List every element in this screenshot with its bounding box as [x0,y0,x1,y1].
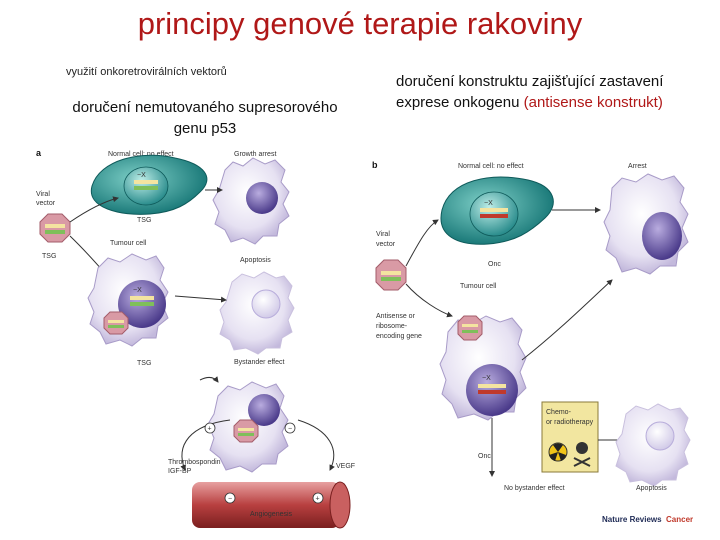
minus-circle-a [284,422,296,434]
gene-bar-b2 [480,214,508,218]
arrest-nucleus [642,212,682,260]
label-antisense-2: ribosome- [376,323,408,330]
label-tsg-left: TSG [42,253,56,260]
minus-circle-vessel [224,492,236,504]
label-viral-a2: vector [36,200,56,207]
right-heading-antisense: (antisense konstrukt) [523,94,663,111]
bystander-vector-gene2 [238,433,254,436]
tumour-gene-b1 [478,384,506,388]
label-arrest: Arrest [628,163,647,170]
panel-b-label: b [372,160,378,170]
label-antisense-3: encoding gene [376,333,422,340]
tumour-vector-gene-b2 [462,330,478,333]
arrow-vector-to-normal [69,196,119,223]
credit-brand: Nature Reviews [602,515,662,524]
left-heading-line1: doručení nemutovaného supresorového [72,99,338,116]
arrow-to-vegf [297,419,335,471]
right-heading: doručení konstruktu zajišťující zastaven… [396,71,696,113]
bystander-vector-gene1 [238,428,254,431]
minus-sign-vessel: − [228,496,232,503]
left-heading-line2: genu p53 [173,120,237,137]
apoptosis-nucleus-b [645,421,675,451]
gene-x-label-b2: −X [482,375,491,382]
label-normal-cell-a: Normal cell: no effect [108,151,174,158]
label-normal-cell-b: Normal cell: no effect [458,163,524,170]
minus-sign-a: − [288,426,292,433]
arrow-to-thrombospondin [180,419,231,471]
label-antisense-1: Antisense or [376,313,416,320]
arrow-vector-to-normal-b [405,219,439,267]
plus-sign-vessel: + [316,496,320,503]
gene-bar-b1 [480,208,508,212]
arrow-to-apoptosis-a [174,295,227,303]
arrow-vector-to-tumour-b [405,283,453,318]
left-note: využití onkoretrovirálních vektorů [66,66,227,78]
skull-icon [576,442,588,454]
vector-gene-a2 [45,230,65,234]
label-chemo-1: Chemo- [546,409,572,416]
label-tumour-cell-b: Tumour cell [460,283,497,290]
vessel-end [329,481,351,529]
growth-arrest-nucleus [246,182,278,214]
tumour-vector-b [457,315,483,341]
right-heading-line2: exprese onkogenu [396,94,524,111]
tumour-vector-gene-a1 [108,320,124,323]
panel-a-label: a [36,148,42,158]
vector-gene-b2 [381,277,401,281]
label-tumour-cell-a: Tumour cell [110,240,147,247]
label-chemo-2: or radiotherapy [546,419,594,426]
crossbones-icon [573,457,591,467]
right-heading-line1: doručení konstruktu zajišťující zastaven… [396,73,664,90]
label-viral-b1: Viral [376,231,390,238]
gene-x-label-b1: −X [484,200,493,207]
radiation-symbol [549,443,566,461]
gene-bar-a1 [134,180,158,184]
gene-x-label-a2: −X [133,287,142,294]
vector-gene-a1 [45,224,65,228]
tumour-gene-a1 [130,296,154,300]
label-apoptosis-b: Apoptosis [636,485,667,492]
gene-x-label-a1: −X [137,172,146,179]
label-vegf: VEGF [336,463,355,470]
plus-circle-a [204,422,216,434]
label-bystander: Bystander effect [234,359,285,366]
tumour-gene-b2 [478,390,506,394]
label-no-bystander: No bystander effect [504,485,565,492]
blood-vessel [192,482,340,528]
label-tsg-top: TSG [137,217,151,224]
label-apoptosis-a: Apoptosis [240,257,271,264]
gene-bar-a2 [134,186,158,190]
left-heading: doručení nemutovaného supresorového genu… [40,97,370,139]
page-title: principy genové terapie rakoviny [137,6,583,41]
tumour-vector-gene-a2 [108,325,124,328]
label-growth-arrest: Growth arrest [234,151,276,158]
label-onc-bottom: Onc [478,453,491,460]
chemo-box [541,401,599,473]
vector-gene-b1 [381,271,401,275]
plus-circle-vessel [312,492,324,504]
bystander-nucleus [248,394,280,426]
tumour-vector-gene-b1 [462,324,478,327]
label-tsg-bottom: TSG [137,360,151,367]
label-onc-top: Onc [488,261,501,268]
label-thrombospondin: Thrombospondin [168,459,221,466]
label-igf-bp: IGF-BP [168,468,192,475]
label-angiogenesis: Angiogenesis [250,511,293,518]
plus-sign-a: + [208,426,212,433]
tumour-gene-a2 [130,302,154,306]
arrow-tumour-to-arrest [521,279,613,361]
label-viral-a1: Viral [36,191,50,198]
credit-section: Cancer [666,515,693,524]
label-viral-b2: vector [376,241,396,248]
arrow-to-bystander [199,376,219,383]
apoptosis-nucleus-a [251,289,281,319]
